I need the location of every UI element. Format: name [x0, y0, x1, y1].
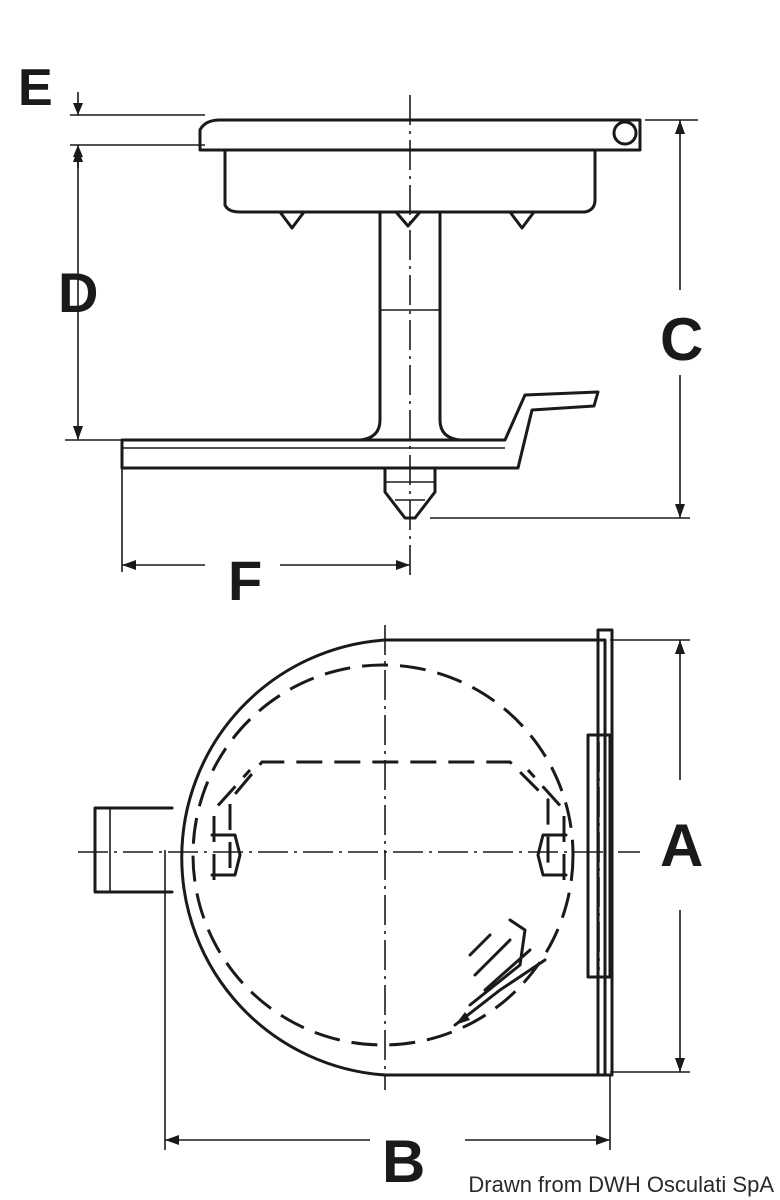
- dimension-d: D: [58, 148, 125, 441]
- screw-right: [508, 210, 536, 230]
- dimension-b: B: [164, 850, 611, 1195]
- top-flange: [198, 118, 642, 152]
- dimension-c: C: [430, 119, 703, 519]
- cam-arm: [120, 390, 600, 470]
- side-tongue: [93, 806, 174, 894]
- side-view: [120, 95, 642, 575]
- screw-left: [278, 210, 306, 230]
- label-a: A: [660, 812, 703, 879]
- right-notch: [536, 833, 568, 877]
- label-f: F: [228, 549, 262, 612]
- hidden-handle: [228, 760, 550, 868]
- label-d: D: [58, 261, 98, 324]
- screw-middle: [394, 210, 422, 228]
- left-notch: [210, 833, 242, 877]
- top-view: [78, 625, 640, 1090]
- dimension-e: E: [18, 59, 205, 168]
- label-b: B: [382, 1128, 425, 1195]
- dimension-a: A: [610, 639, 703, 1073]
- hinge-pin: [586, 733, 612, 979]
- lock-body: [223, 148, 597, 214]
- label-e: E: [18, 59, 53, 117]
- hidden-body-circle: [191, 663, 575, 1047]
- label-c: C: [660, 306, 703, 373]
- key-symbol: [453, 918, 547, 1027]
- hinge-eye: [612, 120, 638, 146]
- credit-caption: Drawn from DWH Osculati SpA: [468, 1172, 774, 1197]
- outer-flange: [180, 638, 607, 1077]
- dimension-f: F: [121, 468, 410, 612]
